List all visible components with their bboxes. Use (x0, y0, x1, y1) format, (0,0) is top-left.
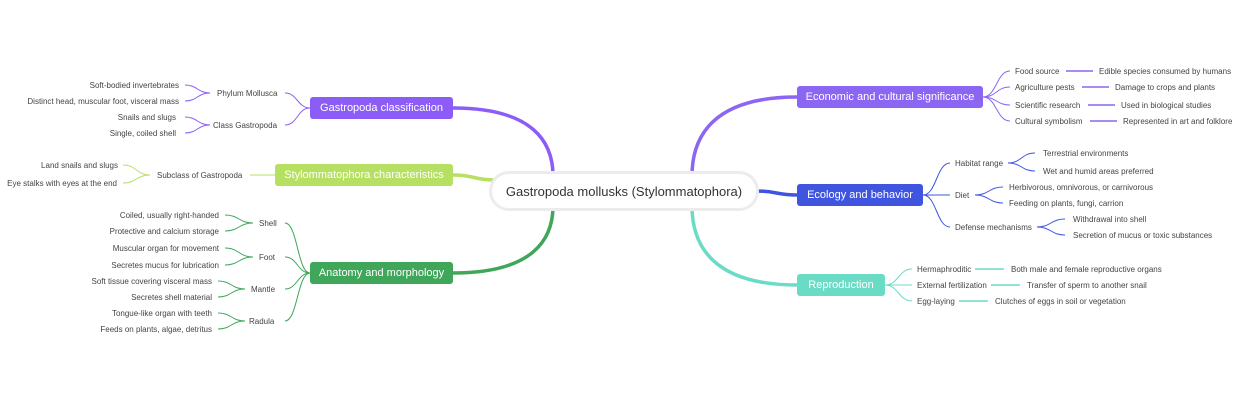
branch-label: Gastropoda classification (320, 102, 443, 114)
link (184, 124, 211, 134)
leaf[interactable]: Feeding on plants, fungi, carrion (1009, 199, 1124, 208)
link (224, 256, 254, 266)
branch-stylommatophora-characteristics[interactable]: Stylommatophora characteristics (275, 164, 453, 186)
leaf[interactable]: Single, coiled shell (109, 129, 176, 138)
leaf[interactable]: Wet and humid areas preferred (1043, 167, 1154, 176)
link (284, 222, 311, 274)
leaf[interactable]: Snails and slugs (117, 113, 176, 122)
leaf[interactable]: Eye stalks with eyes at the end (7, 179, 117, 188)
root-label: Gastropoda mollusks (Stylommatophora) (505, 183, 743, 199)
topic-cultural-symbolism[interactable]: Cultural symbolism (1015, 117, 1083, 126)
leaf[interactable]: Soft tissue covering visceral mass (91, 277, 213, 286)
link (217, 312, 246, 322)
branch-label: Ecology and behavior (807, 189, 913, 201)
link (224, 214, 254, 224)
link-root-ecology (755, 189, 798, 197)
topic-hermaphroditic[interactable]: Hermaphroditic (917, 265, 972, 274)
topic-foot[interactable]: Foot (259, 253, 276, 262)
leaf[interactable]: Clutches of eggs in soil or vegetation (995, 297, 1126, 306)
branch-label: Economic and cultural significance (805, 91, 975, 103)
leaf[interactable]: Withdrawal into shell (1073, 215, 1147, 224)
leaf[interactable]: Distinct head, muscular foot, visceral m… (27, 97, 179, 106)
leaf[interactable]: Both male and female reproductive organs (1011, 265, 1162, 274)
link (184, 92, 211, 102)
link (284, 256, 311, 274)
branch-label: Reproduction (808, 279, 874, 291)
topic-radula[interactable]: Radula (249, 317, 275, 326)
link (284, 107, 311, 126)
link (284, 272, 311, 290)
link (184, 84, 211, 94)
leaf[interactable]: Represented in art and folklore (1123, 117, 1233, 126)
link (1036, 226, 1066, 236)
leaf[interactable]: Transfer of sperm to another snail (1027, 281, 1147, 290)
topic-external-fertilization[interactable]: External fertilization (917, 281, 987, 290)
link (884, 284, 913, 302)
topic-agriculture-pests[interactable]: Agriculture pests (1015, 83, 1075, 92)
link (982, 86, 1011, 98)
link (1036, 218, 1066, 228)
branch-ecology-and-behavior[interactable]: Ecology and behavior (797, 184, 923, 206)
branch-reproduction[interactable]: Reproduction (797, 274, 885, 296)
branch-anatomy-and-morphology[interactable]: Anatomy and morphology (310, 262, 453, 284)
topic-subclass-of-gastropoda[interactable]: Subclass of Gastropoda (157, 171, 243, 180)
link (1007, 162, 1036, 172)
link-root-reproduction (690, 205, 798, 287)
link (217, 280, 246, 290)
branch-label: Anatomy and morphology (318, 267, 445, 279)
link (217, 288, 246, 298)
topic-phylum-mollusca[interactable]: Phylum Mollusca (217, 89, 278, 98)
link (284, 272, 311, 322)
topic-egg-laying[interactable]: Egg-laying (917, 297, 955, 306)
leaf[interactable]: Soft-bodied invertebrates (89, 81, 179, 90)
topic-shell[interactable]: Shell (259, 219, 277, 228)
leaf[interactable]: Herbivorous, omnivorous, or carnivorous (1009, 183, 1154, 192)
leaf[interactable]: Secretes mucus for lubrication (111, 261, 219, 270)
link-root-anatomy (452, 205, 555, 275)
link-root-economic (690, 95, 798, 177)
topic-scientific-research[interactable]: Scientific research (1015, 101, 1081, 110)
link (1007, 152, 1036, 164)
link (922, 194, 951, 228)
topic-diet[interactable]: Diet (955, 191, 970, 200)
topic-habitat-range[interactable]: Habitat range (955, 159, 1004, 168)
link (284, 92, 311, 109)
leaf[interactable]: Tongue-like organ with teeth (111, 309, 212, 318)
branch-gastropoda-classification[interactable]: Gastropoda classification (310, 97, 453, 119)
leaf[interactable]: Muscular organ for movement (112, 244, 219, 253)
leaf[interactable]: Damage to crops and plants (1115, 83, 1216, 92)
leaf[interactable]: Secretion of mucus or toxic substances (1073, 231, 1213, 240)
link (982, 96, 1011, 122)
link (224, 247, 254, 258)
link (217, 320, 246, 330)
leaf[interactable]: Used in biological studies (1121, 101, 1212, 110)
link (184, 116, 211, 126)
leaf[interactable]: Coiled, usually right-handed (119, 211, 219, 220)
link-root-stylommatophora (452, 173, 496, 182)
link (224, 222, 254, 232)
topic-class-gastropoda[interactable]: Class Gastropoda (213, 121, 278, 130)
link (122, 174, 151, 184)
topic-food-source[interactable]: Food source (1015, 67, 1060, 76)
leaf[interactable]: Protective and calcium storage (109, 227, 219, 236)
leaf[interactable]: Secretes shell material (131, 293, 212, 302)
topic-mantle[interactable]: Mantle (251, 285, 276, 294)
leaf[interactable]: Land snails and slugs (41, 161, 118, 170)
link (922, 162, 951, 196)
leaf[interactable]: Terrestrial environments (1043, 149, 1129, 158)
link (122, 164, 151, 176)
branch-economic-and-cultural-significance[interactable]: Economic and cultural significance (797, 86, 983, 108)
link (884, 268, 913, 286)
leaf[interactable]: Edible species consumed by humans (1099, 67, 1232, 76)
link (974, 194, 1004, 204)
branch-label: Stylommatophora characteristics (284, 169, 444, 181)
link-root-classification (452, 106, 555, 177)
link (982, 70, 1011, 98)
leaf[interactable]: Feeds on plants, algae, detritus (100, 325, 212, 334)
root-node[interactable]: Gastropoda mollusks (Stylommatophora) (492, 174, 756, 208)
topic-defense-mechanisms[interactable]: Defense mechanisms (955, 223, 1032, 232)
link (974, 186, 1004, 196)
